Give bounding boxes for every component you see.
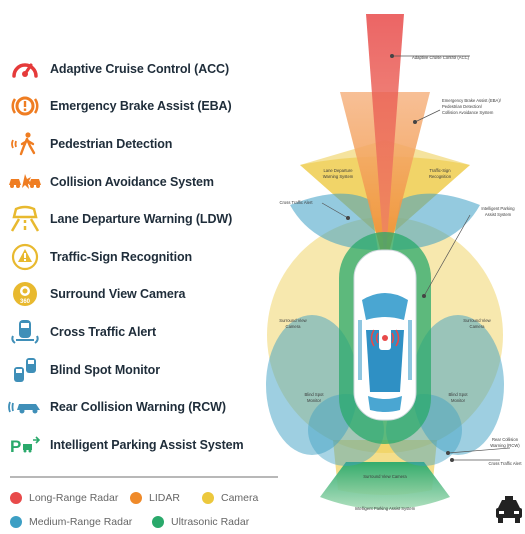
traffic-sign-icon bbox=[8, 243, 42, 270]
feature-item-eba: Emergency Brake Assist (EBA) bbox=[8, 88, 258, 126]
label-tsr-1: Traffic-Sign bbox=[429, 168, 451, 173]
sensor-label: Medium-Range Radar bbox=[29, 516, 133, 528]
feature-label: Surround View Camera bbox=[50, 287, 186, 302]
long-range-radar-zone bbox=[366, 14, 404, 268]
label-svc-left-1: Surround View bbox=[279, 318, 307, 323]
sensor-item-camera: Camera bbox=[202, 492, 258, 504]
blind-spot-right-zone bbox=[412, 315, 504, 455]
feature-label: Lane Departure Warning (LDW) bbox=[50, 212, 233, 227]
lane-departure-icon bbox=[8, 205, 42, 232]
label-rcw-2: Warning (RCW) bbox=[490, 443, 520, 448]
label-ldw-1: Lane Departure bbox=[323, 168, 353, 173]
blind-spot-icon bbox=[8, 357, 42, 383]
label-svc-left-2: Camera bbox=[286, 324, 302, 329]
parking-assist-icon: P bbox=[8, 432, 42, 458]
feature-item-cross-traffic: Cross Traffic Alert bbox=[8, 313, 258, 351]
speedometer-icon bbox=[8, 56, 42, 82]
label-cta-front: Cross Traffic Alert bbox=[280, 200, 314, 205]
label-bsm-right-2: Monitor bbox=[451, 398, 466, 403]
label-bsm-right-1: Blind Spot bbox=[448, 392, 468, 397]
rear-collision-icon bbox=[8, 394, 42, 420]
sensor-dot bbox=[10, 492, 22, 504]
feature-item-ldw: Lane Departure Warning (LDW) bbox=[8, 200, 258, 238]
leader-dots bbox=[346, 54, 454, 462]
brake-warning-icon bbox=[8, 93, 42, 119]
feature-label: Cross Traffic Alert bbox=[50, 324, 157, 339]
car-top-view bbox=[353, 249, 417, 421]
label-bsm-left-2: Monitor bbox=[307, 398, 322, 403]
front-cross-traffic-left-zone bbox=[290, 193, 378, 250]
feature-item-acc: Adaptive Cruise Control (ACC) bbox=[8, 50, 258, 88]
sensor-item-lidar: LIDAR bbox=[130, 492, 202, 504]
label-cta-rear: Cross Traffic Alert bbox=[489, 461, 523, 466]
rear-parking-zone bbox=[320, 462, 450, 510]
feature-label: Traffic-Sign Recognition bbox=[50, 249, 193, 264]
svg-text:P: P bbox=[10, 437, 21, 456]
feature-label: Blind Spot Monitor bbox=[50, 362, 160, 377]
front-cross-traffic-right-zone bbox=[392, 193, 480, 250]
camera-360-icon: 360 bbox=[8, 281, 42, 307]
cross-traffic-icon bbox=[8, 319, 42, 345]
label-rcw-1: Rear Collision bbox=[492, 437, 519, 442]
feature-label: Rear Collision Warning (RCW) bbox=[50, 400, 226, 415]
label-eba-1: Emergency Brake Assist (EBA)/ bbox=[442, 98, 502, 103]
label-svc-right-2: Camera bbox=[470, 324, 486, 329]
feature-item-pedestrian: Pedestrian Detection bbox=[8, 125, 258, 163]
feature-label: Intelligent Parking Assist System bbox=[50, 437, 244, 452]
label-eba-2: Pedestrian Detection/ bbox=[442, 104, 483, 109]
blind-spot-left-zone bbox=[266, 315, 358, 455]
feature-item-traffic-sign: Traffic-Sign Recognition bbox=[8, 238, 258, 276]
label-svc-rear: Surround View Camera bbox=[363, 474, 407, 479]
sensor-dot bbox=[202, 492, 214, 504]
sensor-label: LIDAR bbox=[149, 492, 180, 504]
sensor-item-medium-range-radar: Medium-Range Radar bbox=[10, 516, 152, 528]
feature-label: Pedestrian Detection bbox=[50, 136, 173, 151]
legend-divider bbox=[10, 476, 278, 478]
sensor-dot bbox=[130, 492, 142, 504]
sensor-item-long-range-radar: Long-Range Radar bbox=[10, 492, 130, 504]
car-collision-icon bbox=[8, 169, 42, 195]
feature-label: Collision Avoidance System bbox=[50, 174, 214, 189]
sensor-dot bbox=[152, 516, 164, 528]
label-ipa-1: Intelligent Parking bbox=[481, 206, 515, 211]
label-acc: Adaptive Cruise Control (ACC) bbox=[412, 55, 470, 60]
feature-item-parking: P Intelligent Parking Assist System bbox=[8, 426, 258, 464]
label-svc-right-1: Surround View bbox=[463, 318, 491, 323]
feature-item-surround-view: 360 Surround View Camera bbox=[8, 276, 258, 314]
autonomous-car-logo bbox=[496, 496, 522, 523]
label-ldw-2: Warning System bbox=[323, 174, 354, 179]
sensor-dot bbox=[10, 516, 22, 528]
feature-label: Emergency Brake Assist (EBA) bbox=[50, 99, 232, 114]
svg-text:360: 360 bbox=[20, 299, 31, 305]
feature-item-collision: Collision Avoidance System bbox=[8, 163, 258, 201]
sensor-label: Long-Range Radar bbox=[29, 492, 119, 504]
label-tsr-2: Recognition bbox=[429, 174, 452, 179]
feature-legend: Adaptive Cruise Control (ACC) Emergency … bbox=[8, 50, 258, 464]
sensor-legend: Long-Range Radar LIDAR Camera Medium-Ran… bbox=[10, 486, 290, 534]
leader-lines bbox=[321, 55, 511, 461]
feature-item-rcw: Rear Collision Warning (RCW) bbox=[8, 388, 258, 426]
label-ipa-2: Assist System bbox=[485, 212, 512, 217]
label-ipa-rear: Intelligent Parking Assist System bbox=[355, 506, 416, 511]
pedestrian-icon bbox=[8, 131, 42, 157]
label-eba-3: Collision Avoidance System bbox=[442, 110, 494, 115]
sensor-item-ultrasonic-radar: Ultrasonic Radar bbox=[152, 516, 249, 528]
sensor-label: Ultrasonic Radar bbox=[171, 516, 250, 528]
label-bsm-left-1: Blind Spot bbox=[304, 392, 324, 397]
feature-label: Adaptive Cruise Control (ACC) bbox=[50, 61, 230, 76]
feature-item-blind-spot: Blind Spot Monitor bbox=[8, 351, 258, 389]
signal-icon bbox=[370, 326, 400, 350]
sensor-label: Camera bbox=[221, 492, 259, 504]
